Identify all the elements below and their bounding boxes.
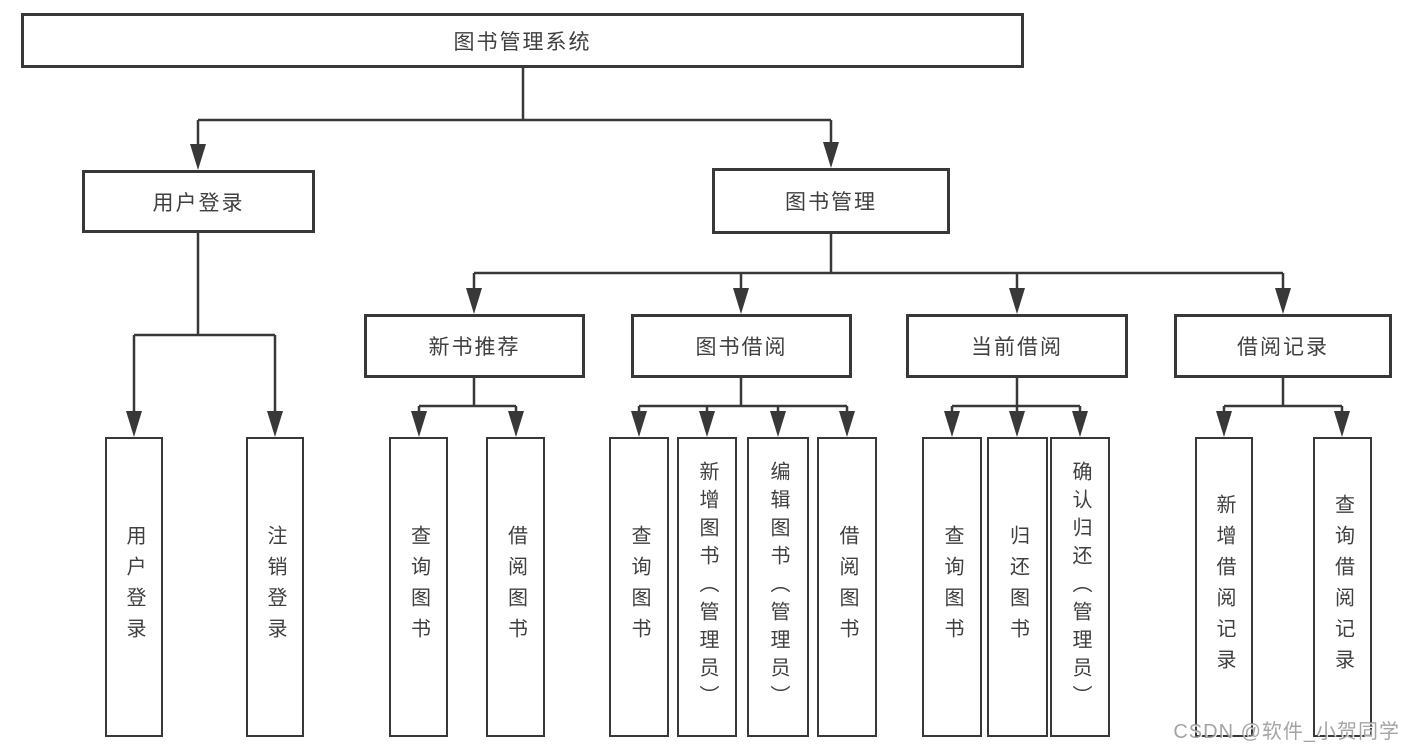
leaf-borrow-books-recommend: 借阅图书 (486, 437, 545, 737)
node-label: 确认归还（管理员） (1069, 461, 1091, 713)
node-current-borrowing: 当前借阅 (906, 314, 1128, 378)
leaf-add-book-admin: 新增图书（管理员） (677, 437, 737, 737)
node-book-management: 图书管理 (712, 168, 950, 234)
node-label: 图书管理 (785, 191, 877, 214)
node-label: 新书推荐 (428, 336, 521, 359)
node-label: 编辑图书（管理员） (767, 461, 789, 713)
node-book-borrowing: 图书借阅 (631, 314, 852, 378)
watermark: CSDN @软件_小贺同学 (1173, 721, 1400, 743)
node-label: 用户登录 (152, 191, 245, 215)
node-label: 新增借阅记录 (1213, 494, 1235, 680)
node-borrowing-records: 借阅记录 (1174, 314, 1392, 378)
leaf-query-borrow-record: 查询借阅记录 (1313, 437, 1372, 737)
node-label: 归还图书 (1006, 525, 1029, 649)
leaf-user-login: 用户登录 (105, 437, 163, 737)
leaf-logout: 注销登录 (246, 437, 304, 737)
node-label: 新增图书（管理员） (696, 461, 718, 713)
node-label: 查询借阅记录 (1331, 494, 1354, 680)
node-label: 注销登录 (264, 525, 286, 649)
leaf-edit-book-admin: 编辑图书（管理员） (747, 437, 809, 737)
leaf-query-books-recommend: 查询图书 (389, 437, 448, 737)
node-label: 借阅记录 (1237, 336, 1329, 359)
node-library-management-system: 图书管理系统 (21, 13, 1024, 68)
node-user-login-branch: 用户登录 (82, 170, 315, 233)
node-label: 借阅图书 (504, 525, 527, 649)
node-label: 图书借阅 (695, 336, 788, 359)
node-label: 查询图书 (407, 525, 430, 649)
leaf-query-books-borrowing: 查询图书 (609, 437, 669, 737)
leaf-return-books: 归还图书 (987, 437, 1048, 737)
node-label: 查询图书 (628, 525, 650, 649)
node-label: 查询图书 (941, 525, 963, 649)
node-new-book-recommendation: 新书推荐 (364, 314, 585, 378)
node-label: 图书管理系统 (453, 30, 592, 54)
leaf-confirm-return-admin: 确认归还（管理员） (1050, 437, 1110, 737)
leaf-borrow-books-borrowing: 借阅图书 (817, 437, 877, 737)
node-label: 当前借阅 (971, 336, 1063, 359)
node-label: 用户登录 (123, 525, 145, 649)
node-label: 借阅图书 (836, 525, 858, 649)
leaf-add-borrow-record: 新增借阅记录 (1195, 437, 1253, 737)
leaf-query-books-current: 查询图书 (922, 437, 982, 737)
